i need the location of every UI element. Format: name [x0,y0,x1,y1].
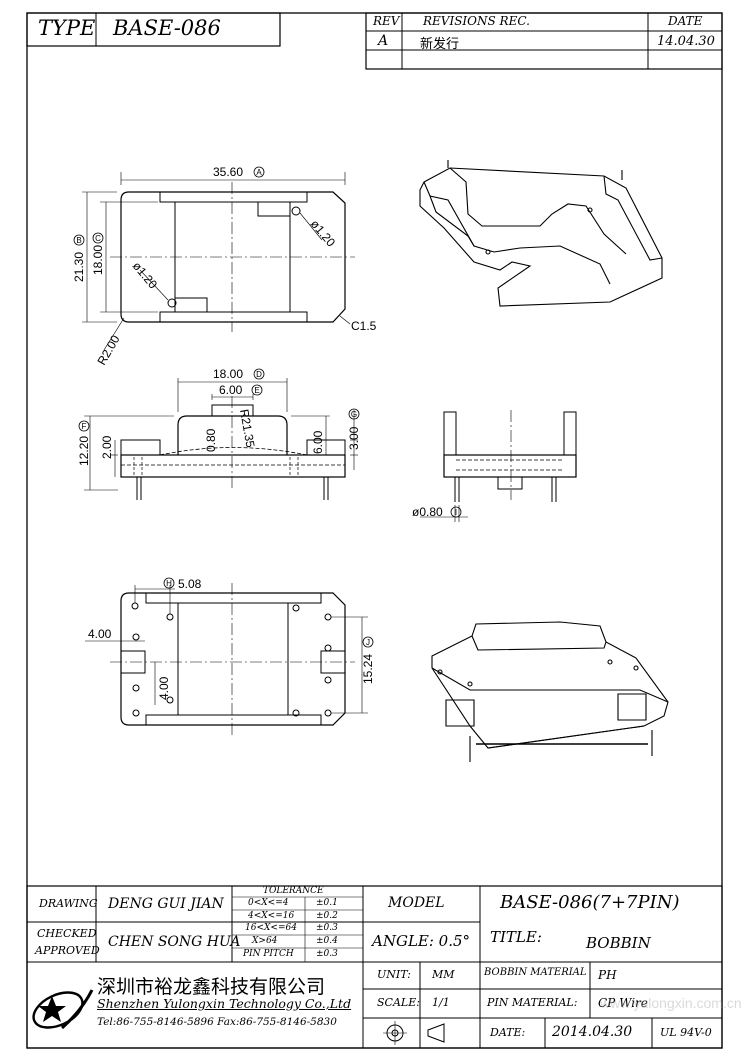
ref-i: I [455,508,457,517]
type-value: BASE-086 [113,16,221,40]
dim-top-height: 21.30 [72,252,86,282]
drawing-value: DENG GUI JIAN [108,896,224,912]
tol-range-0: 0<X<=4 [248,898,289,908]
date-header-label: DATE [668,14,703,28]
ref-j: J [366,638,370,647]
bottom-view [85,583,368,735]
bobbin-material-value: PH [598,968,617,982]
watermark: www.yulongxin.com.cn [600,995,742,1011]
company-name-en: Shenzhen Yulongxin Technology Co.,Ltd [97,996,352,1011]
iso-view-top [419,160,663,307]
dim-bottom-offset: 4.00 [88,627,112,641]
dim-bottom-pitch: 5.08 [178,577,202,591]
scale-label: SCALE: [377,996,420,1009]
company-contact: Tel:86-755-8146-5896 Fax:86-755-8146-583… [97,1016,337,1028]
dim-side-height: 12.20 [77,436,91,466]
ref-e: E [254,386,259,395]
dim-side-radius: R21.35 [237,408,258,449]
revision-text: 新发行 [420,37,460,52]
ref-f: F [82,422,87,431]
tol-range-2: 16<X<=64 [245,923,297,933]
scale-value: 1/1 [432,996,450,1009]
model-label: MODEL [388,895,445,911]
dim-corner-radius: R2.00 [94,332,122,367]
dim-pin-dia: ø0.80 [412,505,443,519]
unit-value: MM [432,968,455,981]
approved-label: APPROVED [35,944,100,957]
tol-range-3: X>64 [252,936,278,946]
company-name-cn: 深圳市裕龙鑫科技有限公司 [97,976,326,998]
pin-material-label: PIN MATERIAL: [487,996,578,1009]
ref-d: D [256,370,262,379]
pin-material-value: CP Wire [598,996,648,1010]
end-view [420,410,577,522]
dim-bottom-slot: 4.00 [157,676,171,700]
title-value: BOBBIN [586,934,651,952]
tolerance-label: TOLERANCE [263,886,324,896]
ref-a: A [256,168,262,177]
type-label: TYPE [38,16,96,40]
revision-date: 14.04.30 [657,34,715,49]
title-label: TITLE: [490,928,542,946]
date-value: 2014.04.30 [552,1024,633,1040]
drawing-label: DRAWING [39,897,98,910]
date-label: DATE: [490,1026,526,1039]
checked-label: CHECKED [37,927,97,940]
projection-symbol-icon [383,1021,445,1045]
dim-side-width: 18.00 [213,367,243,381]
dim-bottom-row-span: 15.24 [361,654,375,684]
dim-side-slot: 6.00 [219,383,243,397]
model-value: BASE-086(7+7PIN) [500,892,680,913]
unit-label: UNIT: [377,968,411,981]
dim-side-step: 3.00 [347,426,361,450]
ul-value: UL 94V-0 [660,1026,712,1039]
tol-range-1: 4<X<=16 [248,911,295,921]
dim-side-wall: 6.00 [311,430,325,454]
revisions-label: REVISIONS REC. [423,14,530,28]
ref-h: H [166,579,172,588]
dim-hole-1: ø1.20 [308,217,339,250]
dim-chamfer: C1.5 [351,319,377,333]
title-block-lines [26,885,723,1049]
bobbin-material-label: BOBBIN MATERIAL [484,967,587,978]
iso-view-bottom [431,621,669,762]
dim-top-inner-height: 18.00 [91,245,105,275]
angle-label: ANGLE: 0.5° [372,932,471,950]
top-view [82,172,355,351]
ref-g: G [351,410,357,419]
ref-c: C [95,234,101,243]
rev-value: A [378,33,389,49]
company-logo-icon [32,989,94,1030]
tol-value-3: ±0.4 [316,936,338,946]
dim-side-gap: 0.80 [204,428,218,452]
tol-value-2: ±0.3 [316,923,338,933]
tol-value-4: ±0.3 [316,949,338,959]
tol-range-4: PIN PITCH [243,949,294,959]
dim-side-flange: 2.00 [100,435,114,459]
checked-value: CHEN SONG HUA [108,934,241,950]
tol-value-0: ±0.1 [316,898,338,908]
ref-b: B [76,236,81,245]
dim-top-width: 35.60 [213,165,243,179]
tol-value-1: ±0.2 [316,911,338,921]
rev-label: REV [373,14,400,28]
side-view [84,378,358,500]
